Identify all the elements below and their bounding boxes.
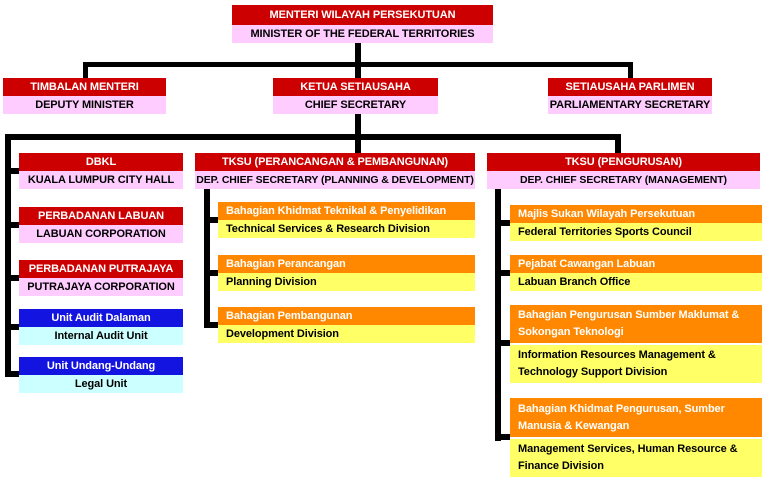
node-subtitle: LABUAN CORPORATION <box>19 225 183 243</box>
connector-mid-spine <box>204 189 210 328</box>
node-title: Pejabat Cawangan Labuan <box>510 255 762 273</box>
connector-left-stub-3 <box>5 275 19 281</box>
connector-right-stub-1 <box>495 220 510 226</box>
node-subtitle: Federal Territories Sports Council <box>510 223 762 241</box>
connector-level2-hline <box>83 62 633 67</box>
connector-right-stub-4 <box>495 434 510 440</box>
node-subtitle: MINISTER OF THE FEDERAL TERRITORIES <box>232 25 493 43</box>
node-title: Unit Audit Dalaman <box>19 309 183 327</box>
connector-left-spine <box>5 134 11 377</box>
node-subtitle: Legal Unit <box>19 375 183 393</box>
node-subtitle: CHIEF SECRETARY <box>273 96 438 114</box>
connector-right-spine <box>495 189 501 441</box>
connector-mid-stub-2 <box>204 270 218 276</box>
node-subtitle: DEP. CHIEF SECRETARY (MANAGEMENT) <box>487 171 760 189</box>
node-tksu-planning-development: TKSU (PERANCANGAN & PEMBANGUNAN) DEP. CH… <box>195 153 475 189</box>
node-chief-secretary: KETUA SETIAUSAHA CHIEF SECRETARY <box>273 78 438 114</box>
connector-level2-drop-left <box>83 67 88 78</box>
connector-root-drop <box>355 42 361 78</box>
connector-left-stub-1 <box>5 168 19 174</box>
node-subtitle: Information Resources Management & Techn… <box>510 345 762 383</box>
node-sports-council: Majlis Sukan Wilayah Persekutuan Federal… <box>510 205 762 241</box>
node-development-division: Bahagian Pembangunan Development Divisio… <box>218 307 475 343</box>
connector-level2-drop-right <box>628 67 633 78</box>
node-title: SETIAUSAHA PARLIMEN <box>548 78 712 96</box>
node-labuan-corporation: PERBADANAN LABUAN LABUAN CORPORATION <box>19 207 183 243</box>
node-title: TKSU (PENGURUSAN) <box>487 153 760 171</box>
node-title: KETUA SETIAUSAHA <box>273 78 438 96</box>
node-tksu-management: TKSU (PENGURUSAN) DEP. CHIEF SECRETARY (… <box>487 153 760 189</box>
node-dbkl: DBKL KUALA LUMPUR CITY HALL <box>19 153 183 189</box>
node-internal-audit-unit: Unit Audit Dalaman Internal Audit Unit <box>19 309 183 345</box>
node-it-support-division: Bahagian Pengurusan Sumber Maklumat & So… <box>510 305 762 383</box>
node-title: TKSU (PERANCANGAN & PEMBANGUNAN) <box>195 153 475 171</box>
connector-left-stub-4 <box>5 324 19 330</box>
node-subtitle: Technical Services & Research Division <box>218 220 475 238</box>
node-title: Bahagian Pembangunan <box>218 307 475 325</box>
node-subtitle: KUALA LUMPUR CITY HALL <box>19 171 183 189</box>
node-subtitle: Internal Audit Unit <box>19 327 183 345</box>
node-title: Unit Undang-Undang <box>19 357 183 375</box>
connector-mid-stub-3 <box>204 322 218 328</box>
node-title: MENTERI WILAYAH PERSEKUTUAN <box>232 5 493 25</box>
node-labuan-branch-office: Pejabat Cawangan Labuan Labuan Branch Of… <box>510 255 762 291</box>
node-subtitle: PUTRAJAYA CORPORATION <box>19 278 183 296</box>
node-subtitle: Labuan Branch Office <box>510 273 762 291</box>
node-title: Bahagian Khidmat Teknikal & Penyelidikan <box>218 202 475 220</box>
node-minister: MENTERI WILAYAH PERSEKUTUAN MINISTER OF … <box>232 5 493 43</box>
node-planning-division: Bahagian Perancangan Planning Division <box>218 255 475 291</box>
connector-right-stub-2 <box>495 270 510 276</box>
connector-level3-drop-right <box>615 140 621 153</box>
node-title: Bahagian Perancangan <box>218 255 475 273</box>
node-title: Bahagian Pengurusan Sumber Maklumat & So… <box>510 305 762 343</box>
node-title: PERBADANAN PUTRAJAYA <box>19 260 183 278</box>
connector-right-stub-3 <box>495 340 510 346</box>
node-technical-services-division: Bahagian Khidmat Teknikal & Penyelidikan… <box>218 202 475 238</box>
node-title: TIMBALAN MENTERI <box>3 78 166 96</box>
node-subtitle: Planning Division <box>218 273 475 291</box>
connector-left-stub-5 <box>5 371 19 377</box>
node-deputy-minister: TIMBALAN MENTERI DEPUTY MINISTER <box>3 78 166 114</box>
connector-left-stub-2 <box>5 222 19 228</box>
connector-mid-stub-1 <box>204 217 218 223</box>
node-subtitle: PARLIAMENTARY SECRETARY <box>548 96 712 114</box>
node-subtitle: DEPUTY MINISTER <box>3 96 166 114</box>
node-subtitle: DEP. CHIEF SECRETARY (PLANNING & DEVELOP… <box>195 171 475 189</box>
node-parliamentary-secretary: SETIAUSAHA PARLIMEN PARLIAMENTARY SECRET… <box>548 78 712 114</box>
connector-chief-drop <box>355 114 361 153</box>
node-legal-unit: Unit Undang-Undang Legal Unit <box>19 357 183 393</box>
node-subtitle: Management Services, Human Resource & Fi… <box>510 439 762 477</box>
node-title: PERBADANAN LABUAN <box>19 207 183 225</box>
node-title: Bahagian Khidmat Pengurusan, Sumber Manu… <box>510 398 762 437</box>
node-title: Majlis Sukan Wilayah Persekutuan <box>510 205 762 223</box>
node-title: DBKL <box>19 153 183 171</box>
node-management-services-division: Bahagian Khidmat Pengurusan, Sumber Manu… <box>510 398 762 477</box>
node-subtitle: Development Division <box>218 325 475 343</box>
connector-level3-hline <box>5 134 621 140</box>
node-putrajaya-corporation: PERBADANAN PUTRAJAYA PUTRAJAYA CORPORATI… <box>19 260 183 296</box>
